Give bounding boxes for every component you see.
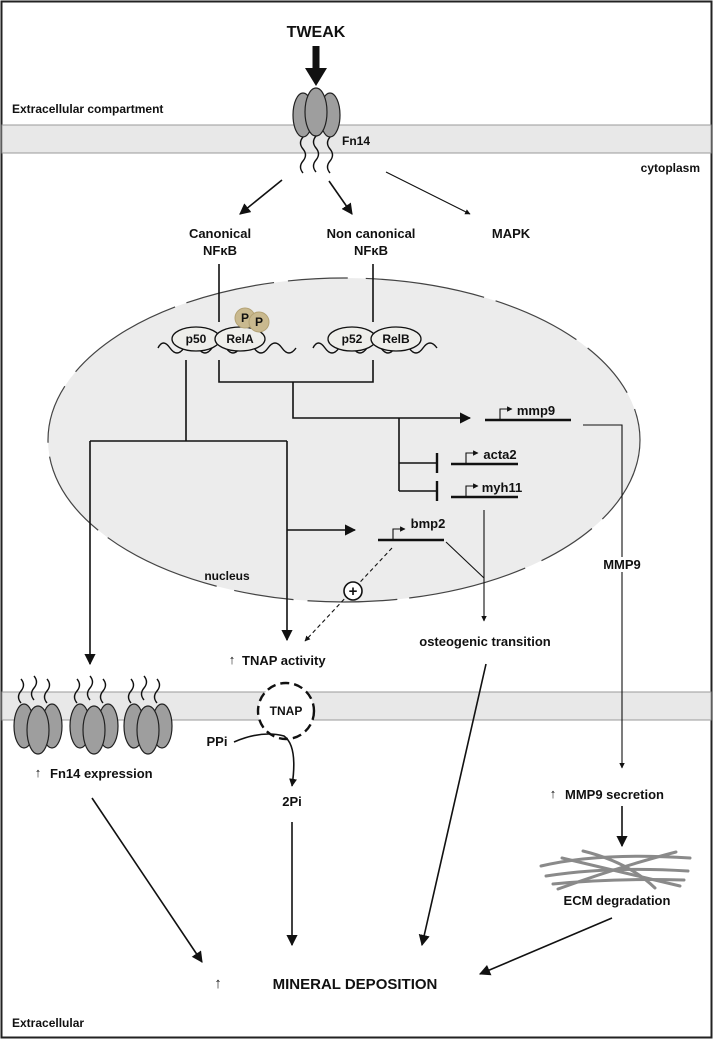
fn14-receptors-membrane-icon: [13, 675, 173, 755]
extracellular-compartment-label: Extracellular compartment: [12, 102, 163, 116]
noncanonical-nfkb-label-line2: NFκB: [354, 243, 388, 258]
arrow-to-noncanonical: [328, 180, 353, 215]
mmp9-gene: [485, 406, 571, 422]
rela-label: RelA: [226, 332, 254, 346]
mapk-label: MAPK: [492, 226, 531, 241]
phospho-circle-2: [248, 311, 270, 333]
phospho-label-2: P: [255, 315, 263, 329]
canonical-nfkb-label-line2: NFκB: [203, 243, 237, 258]
tnap-activity-up-arrow: ↑: [229, 652, 236, 667]
ppi-label: PPi: [207, 734, 228, 749]
osteogenic-to-mineral-arrow: [418, 663, 487, 947]
fn14-receptor-icon: [292, 87, 341, 174]
p52-relb-complex: [312, 326, 438, 354]
p50-label: p50: [186, 332, 207, 346]
p52-label: p52: [342, 332, 363, 346]
osteogenic-transition-label: osteogenic transition: [419, 634, 551, 649]
fn14-receptor-label: Fn14: [342, 134, 370, 148]
plus-circle-icon: [343, 581, 363, 601]
arrow-to-canonical: [239, 179, 283, 215]
relb-label: RelB: [382, 332, 410, 346]
ecm-to-mineral-arrow: [478, 917, 613, 976]
myh11-gene-label: myh11: [482, 480, 522, 495]
tnap-enzyme-label: TNAP: [270, 704, 303, 718]
tweak-arrow-head: [305, 68, 327, 86]
mmp9-to-secretion-line: [583, 424, 625, 769]
mineral-deposition-up-arrow: ↑: [214, 975, 222, 992]
bmp2-gene: [378, 526, 444, 542]
acta2-gene: [451, 450, 518, 466]
complexes-merge-line: [218, 360, 374, 383]
fn14-expression-up-arrow: ↑: [35, 765, 42, 780]
fn14-expression-label: Fn14 expression: [50, 766, 153, 781]
bmp2-to-osteogenic: [445, 541, 485, 579]
tnap-activity-label: TNAP activity: [242, 653, 326, 668]
extracellular-label: Extracellular: [12, 1016, 84, 1030]
ecm-degradation-label: ECM degradation: [564, 893, 671, 908]
ppi-to-2pi-reaction: [233, 733, 298, 787]
two-pi-label: 2Pi: [282, 794, 302, 809]
mmp9-secretion-up-arrow: ↑: [550, 786, 557, 801]
myh11-gene: [451, 483, 518, 499]
acta2-gene-label: acta2: [483, 447, 516, 462]
bmp2-gene-label: bmp2: [411, 516, 446, 531]
tnap-enzyme-icon: [256, 681, 316, 741]
plus-sign: +: [349, 583, 358, 600]
mmp9-protein-label: MMP9: [603, 557, 641, 572]
to-mmp9-line: [292, 382, 472, 424]
canonical-nfkb-label-line1: Canonical: [189, 226, 251, 241]
mmp9-secretion-label: MMP9 secretion: [565, 787, 664, 802]
ecm-fibers-icon: [539, 849, 692, 891]
fn14-expression-to-mineral-arrow: [91, 797, 203, 963]
p50-rela-complex: [157, 307, 297, 354]
top-membrane: [1, 124, 712, 154]
bottom-membrane: [1, 691, 712, 721]
mmp9-gene-label: mmp9: [517, 403, 555, 418]
arrow-to-mapk: [385, 171, 471, 215]
phospho-label-1: P: [241, 311, 249, 325]
tweak-label: TWEAK: [287, 24, 346, 41]
mineral-deposition-label: MINERAL DEPOSITION: [273, 976, 438, 993]
nucleus-label: nucleus: [204, 569, 250, 583]
nucleus-envelope: [47, 277, 641, 603]
noncanonical-nfkb-label-line1: Non canonical: [327, 226, 416, 241]
cytoplasm-label: cytoplasm: [641, 161, 700, 175]
